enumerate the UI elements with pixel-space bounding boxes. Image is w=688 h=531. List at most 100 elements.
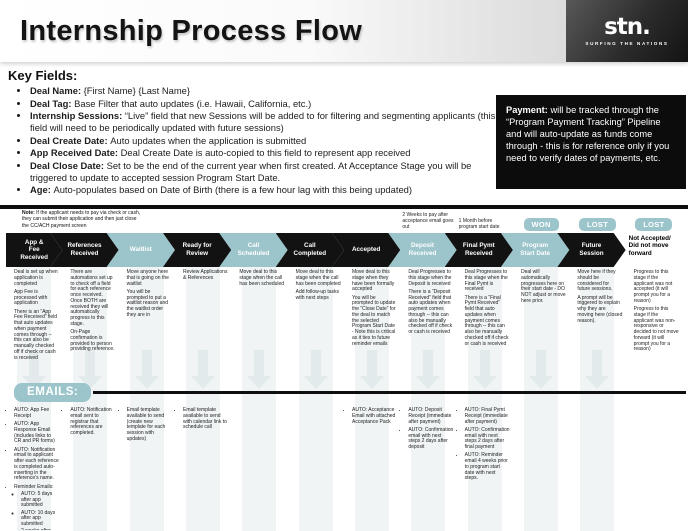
sub-list-item: 2 weeks after app submitted, task assign…	[21, 528, 59, 530]
list-item: Move deal to this stage when the call ha…	[296, 269, 344, 287]
email-column-waitlist: Email template available to send (create…	[119, 407, 175, 530]
stage-column-ready-for-review: Ready for ReviewReview Applications & Re…	[175, 209, 231, 382]
section-divider	[0, 205, 688, 209]
list-item: Email template available to send (create…	[127, 407, 175, 443]
flow-note-text: If the applicant needs to pay via check …	[22, 210, 141, 229]
payment-note-text: will be tracked through the “Program Pay…	[506, 105, 670, 164]
emails-header-line	[93, 390, 686, 394]
stage-notes-references-received: There are automations set up to check of…	[62, 267, 118, 382]
list-item: There is an “App Fee Received” field tha…	[14, 309, 62, 362]
list-item: Progress to this stage if the applicant …	[634, 306, 682, 353]
stage-notes-list: Progress to this stage if the applicant …	[626, 269, 682, 353]
stage-notes-call-scheduled: Move deal to this stage when the call ha…	[231, 267, 287, 382]
key-field-label: Age:	[30, 184, 54, 196]
email-column-deposit-received: AUTO: Deposit Receipt (immediate after p…	[400, 407, 456, 530]
status-badge-lost: LOST	[635, 218, 673, 231]
stage-notes-list: Deal Progresses to this stage when the D…	[400, 269, 456, 336]
list-item: Progress to this stage if the applicant …	[634, 269, 682, 305]
emails-heading-badge: EMAILS:	[14, 382, 92, 402]
email-column-references-received: AUTO: Notification email sent to registr…	[62, 407, 118, 530]
stage-chevron-future-session: Future Session	[557, 233, 625, 267]
list-item: Move deal to this stage when they have b…	[352, 269, 400, 293]
status-badge-lost: LOST	[578, 218, 617, 231]
stn-logo-tagline: SURFING THE NATIONS	[585, 41, 669, 46]
email-list: AUTO: Final Pymt Receipt (immediate afte…	[457, 407, 513, 482]
list-item: AUTO: Deposit Receipt (immediate after p…	[408, 407, 456, 425]
list-item: There are automations set up to check of…	[70, 269, 118, 328]
list-item: AUTO: Notification email to applicant af…	[14, 447, 62, 483]
stage-grid: App & Fee ReceivedDeal is set up when ap…	[0, 209, 688, 379]
stage-notes-future-session: Move here if they should be considered f…	[569, 267, 625, 382]
stage-annotation-ready-for-review	[175, 209, 231, 233]
emails-header-bar: EMAILS:	[0, 379, 688, 405]
list-item: You will be prompted to put a waitlist r…	[127, 289, 175, 319]
list-item: AUTO: Final Pymt Receipt (immediate afte…	[465, 407, 513, 425]
stage-notes-deposit-received: Deal Progresses to this stage when the D…	[400, 267, 456, 382]
payment-note-box: Payment: will be tracked through the “Pr…	[496, 95, 686, 189]
sub-list-item: AUTO: 10 days after app submitted	[21, 510, 59, 528]
stage-notes-not-accepted: Progress to this stage if the applicant …	[626, 267, 682, 382]
stage-notes-list: Move deal to this stage when they have b…	[344, 269, 400, 348]
stn-logo: stn. SURFING THE NATIONS	[566, 0, 688, 62]
key-field-item: Age: Auto-populates based on Date of Bir…	[30, 184, 500, 196]
stage-annotation-text: 1 Month before program start date	[458, 218, 500, 230]
stage-annotation-future-session: LOST	[569, 209, 625, 233]
stage-annotation-program-start-date: WON	[513, 209, 569, 233]
list-item: You will be prompted to update the “Clos…	[352, 295, 400, 348]
flow-note: Note: If the applicant needs to pay via …	[22, 210, 142, 229]
list-item: On-Page confirmation is provided to pers…	[70, 329, 118, 353]
list-item: Deal Progresses to this stage when the F…	[465, 269, 513, 293]
list-item: Move deal to this stage when the call ha…	[239, 269, 287, 287]
key-field-item: Internship Sessions: “Live” field that n…	[30, 110, 500, 133]
stage-annotation-deposit-received: 2 Weeks to pay after acceptance email go…	[400, 209, 456, 233]
payment-note-label: Payment:	[506, 105, 551, 115]
stage-notes-ready-for-review: Review Applications & References	[175, 267, 231, 382]
stage-annotation-accepted	[344, 209, 400, 233]
list-item: Add follow-up tasks with next steps	[296, 289, 344, 302]
slide-header: Internship Process Flow stn. SURFING THE…	[0, 0, 688, 62]
stage-annotation-text: 2 Weeks to pay after acceptance email go…	[402, 212, 454, 230]
stage-notes-list: Move here if they should be considered f…	[569, 269, 625, 324]
email-list: Email template available to send (create…	[119, 407, 175, 443]
list-item: There is a “Deposit Received” field that…	[408, 289, 456, 336]
stage-notes-waitlist: Move anyone here that is going on the wa…	[119, 267, 175, 382]
status-badge-won: WON	[523, 218, 559, 231]
email-column-app-fee-received: AUTO: App Fee ReceiptAUTO: App Response …	[6, 407, 62, 530]
stage-notes-list: Deal will automatically progresses here …	[513, 269, 569, 305]
stage-notes-list: Move deal to this stage when the call ha…	[288, 269, 344, 302]
list-item: Deal will automatically progresses here …	[521, 269, 569, 305]
key-field-item: Deal Create Date: Auto updates when the …	[30, 135, 500, 147]
email-column-future-session	[569, 408, 625, 530]
list-item: Review Applications & References	[183, 269, 231, 282]
stage-annotation-call-scheduled	[231, 209, 287, 233]
list-item: AUTO: Confirmation email with next steps…	[408, 427, 456, 451]
list-item: Deal is set up when application is compl…	[14, 269, 62, 287]
stage-notes-list: Move deal to this stage when the call ha…	[231, 269, 287, 287]
process-flow: Note: If the applicant needs to pay via …	[0, 209, 688, 531]
list-item: AUTO: Acceptance Email with attached Acc…	[352, 407, 400, 425]
stn-logo-mark: stn.	[604, 14, 651, 40]
list-item: App Fee is processed with application	[14, 289, 62, 307]
stage-notes-call-completed: Move deal to this stage when the call ha…	[288, 267, 344, 382]
sub-list: AUTO: 5 days after app submittedAUTO: 10…	[14, 491, 59, 530]
key-field-label: Deal Close Date:	[30, 159, 107, 171]
stage-annotation-final-pymt-received: 1 Month before program start date	[457, 209, 513, 233]
stage-notes-list: Review Applications & References	[175, 269, 231, 282]
stage-notes-list: Move anyone here that is going on the wa…	[119, 269, 175, 319]
stage-notes-program-start-date: Deal will automatically progresses here …	[513, 267, 569, 382]
list-item: Move here if they should be considered f…	[577, 269, 625, 293]
email-column-not-accepted	[626, 408, 682, 530]
key-fields-section: Key Fields: Deal Name: {First Name} {Las…	[0, 62, 688, 205]
key-fields-heading: Key Fields:	[8, 68, 78, 83]
list-item: Reminder Emails:AUTO: 5 days after app s…	[14, 484, 62, 530]
key-field-item: Deal Close Date: Set to be the end of th…	[30, 160, 500, 183]
stage-chevron-app-fee-received: App & Fee Received	[6, 233, 62, 267]
list-item: AUTO: Notification email sent to registr…	[70, 407, 118, 437]
list-item: Move anyone here that is going on the wa…	[127, 269, 175, 287]
stage-notes-final-pymt-received: Deal Progresses to this stage when the F…	[457, 267, 513, 382]
stage-notes-list: Deal Progresses to this stage when the F…	[457, 269, 513, 347]
email-list: AUTO: App Fee ReceiptAUTO: App Response …	[6, 407, 62, 530]
